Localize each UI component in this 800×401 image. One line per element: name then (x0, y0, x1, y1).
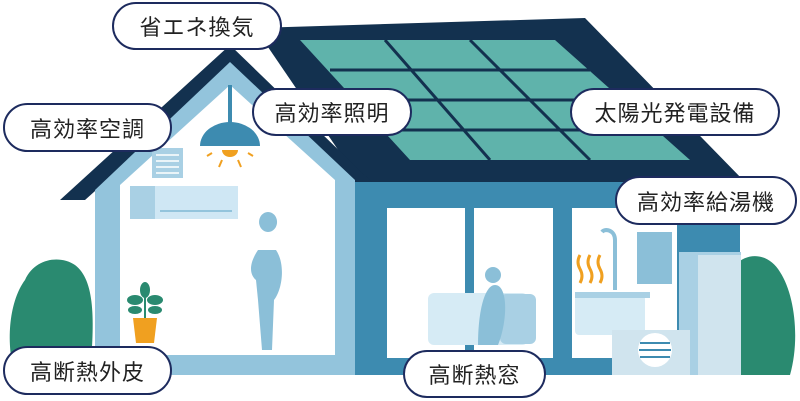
right-bush (735, 256, 796, 375)
label-lighting: 高効率照明 (252, 88, 412, 136)
label-insulated-windows: 高断熱窓 (403, 350, 546, 398)
label-air-conditioning: 高効率空調 (3, 103, 172, 152)
label-insulated-envelope: 高断熱外皮 (3, 346, 172, 395)
steam-icon (576, 254, 604, 284)
label-water-heater: 高効率給湯機 (615, 176, 797, 225)
light-icon (222, 150, 238, 157)
label-solar: 太陽光発電設備 (570, 88, 780, 136)
person-standing (251, 212, 282, 350)
label-ventilation: 省エネ換気 (112, 2, 282, 50)
